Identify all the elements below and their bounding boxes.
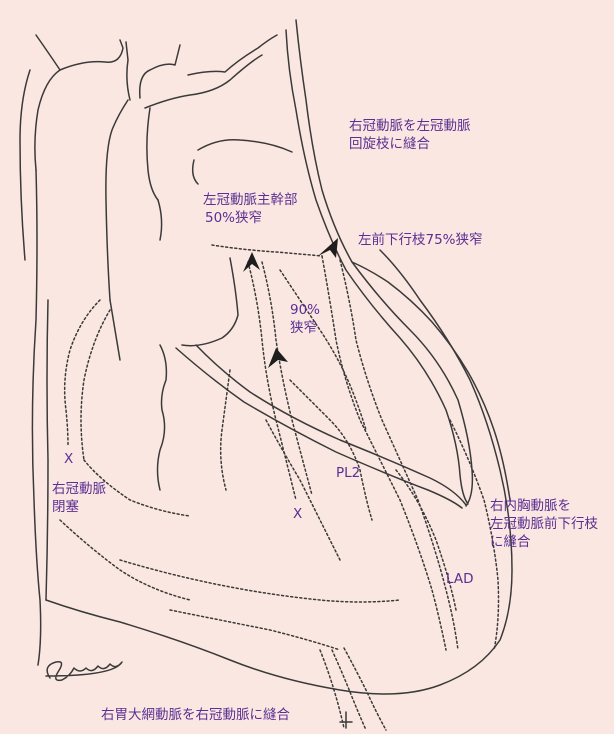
label-gea-to-rca: 右胃大網動脈を右冠動脈に縫合 bbox=[101, 706, 290, 724]
label-rca-to-lcx: 右冠動脈を左冠動脈 回旋枝に縫合 bbox=[349, 117, 471, 153]
label-lmt-line1: 左冠動脈主幹部 bbox=[203, 191, 298, 209]
label-lmt-line2: 50%狭窄 bbox=[203, 209, 298, 227]
label-rca-to-lcx-line1: 右冠動脈を左冠動脈 bbox=[349, 117, 471, 135]
label-stenosis-90-line1: 90% bbox=[290, 301, 320, 319]
label-ita-line2: 左冠動脈前下行枝 bbox=[490, 515, 598, 533]
label-ita-line1: 右内胸動脈を bbox=[490, 497, 598, 515]
signature-scrawl bbox=[46, 662, 122, 681]
label-stenosis-90: 90% 狭窄 bbox=[290, 301, 320, 337]
label-lad: LAD bbox=[446, 570, 473, 588]
stenosis-arrowhead-lad bbox=[318, 238, 338, 258]
label-ita-line3: に縫合 bbox=[490, 533, 598, 551]
label-rca-occlusion-line2: 閉塞 bbox=[52, 498, 106, 516]
label-rca-occlusion-line1: 右冠動脈 bbox=[52, 480, 106, 498]
label-rca-occlusion: 右冠動脈 閉塞 bbox=[52, 480, 106, 516]
occlusion-mark-rca: X bbox=[64, 450, 73, 468]
label-rca-to-lcx-line2: 回旋枝に縫合 bbox=[349, 135, 471, 153]
stenosis-arrowhead-90 bbox=[268, 348, 288, 368]
stenosis-arrowhead-lmt bbox=[243, 252, 260, 272]
label-lad-stenosis: 左前下行枝75%狭窄 bbox=[358, 231, 483, 249]
label-ita-to-lad: 右内胸動脈を 左冠動脈前下行枝 に縫合 bbox=[490, 497, 598, 551]
label-lmt-stenosis: 左冠動脈主幹部 50%狭窄 bbox=[203, 191, 298, 227]
label-stenosis-90-line2: 狭窄 bbox=[290, 319, 320, 337]
occlusion-mark-branch: X bbox=[293, 505, 302, 523]
label-pl2: PL2 bbox=[336, 464, 360, 482]
